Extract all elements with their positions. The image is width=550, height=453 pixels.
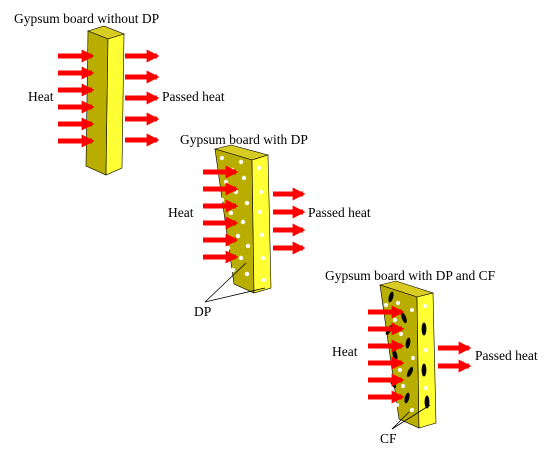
dp-particle-3 bbox=[238, 159, 244, 165]
dp-callout-label: DP bbox=[194, 304, 211, 319]
dp-particle-3-5 bbox=[380, 337, 386, 343]
panel-2-output-arrows bbox=[273, 187, 306, 255]
panel-with-dp-and-cf: Gypsum board with DP and CF Heat Passed … bbox=[325, 268, 538, 446]
cf-callout-lines bbox=[391, 404, 431, 430]
dp-particle-3-6 bbox=[398, 331, 404, 337]
dp-particle-19 bbox=[258, 189, 264, 195]
panel-1-heat-label: Heat bbox=[28, 89, 54, 104]
dp-particle-8 bbox=[244, 200, 250, 206]
carbon-fiber-9 bbox=[421, 322, 427, 336]
board-3 bbox=[378, 280, 437, 429]
panel-3-passed-heat-label: Passed heat bbox=[475, 348, 538, 363]
carbon-fiber-10 bbox=[421, 363, 427, 377]
carbon-fiber-1 bbox=[388, 291, 394, 303]
dp-particle-12 bbox=[235, 233, 241, 239]
dp-particle-16 bbox=[230, 267, 236, 273]
panel-with-dp: Gypsum board with DP Heat Passed heat DP bbox=[168, 132, 371, 319]
dp-particle-3-10 bbox=[387, 389, 393, 395]
carbon-fiber-11 bbox=[424, 395, 430, 409]
dp-particle-3-13 bbox=[394, 402, 400, 408]
panel-2-passed-heat-label: Passed heat bbox=[308, 205, 371, 220]
dp-particle-4 bbox=[223, 179, 229, 185]
panel-3-title: Gypsum board with DP and CF bbox=[325, 268, 496, 283]
panel-without-dp: Gypsum board without DP Heat Passed heat bbox=[14, 11, 225, 176]
dp-particle-1 bbox=[219, 155, 225, 161]
dp-particle-17 bbox=[244, 271, 250, 277]
board-1 bbox=[85, 25, 125, 176]
dp-particle-13 bbox=[245, 243, 251, 249]
dp-particle-3-1 bbox=[383, 302, 389, 308]
panel-1-output-arrows bbox=[125, 49, 160, 147]
dp-particle-3-3 bbox=[409, 307, 415, 313]
carbon-fiber-4 bbox=[405, 337, 411, 349]
board-2-side bbox=[251, 154, 272, 294]
dp-particle-7 bbox=[219, 197, 225, 203]
dp-particle-15 bbox=[238, 255, 244, 261]
dp-particle-18 bbox=[256, 165, 262, 171]
dp-particle-21 bbox=[259, 232, 265, 238]
panel-1-input-arrows bbox=[58, 49, 95, 148]
dp-particle-3-12 bbox=[409, 407, 415, 413]
panel-2-heat-label: Heat bbox=[168, 205, 194, 220]
board-2-dp-particles bbox=[219, 155, 267, 283]
dp-particle-3-7 bbox=[410, 355, 416, 361]
panel-1-passed-heat-label: Passed heat bbox=[162, 89, 225, 104]
dp-particle-3-16 bbox=[423, 385, 429, 391]
board-1-front bbox=[85, 30, 109, 176]
panel-1-title: Gypsum board without DP bbox=[14, 11, 159, 26]
dp-particle-3-2 bbox=[395, 300, 401, 306]
board-2 bbox=[213, 144, 272, 294]
dp-particle-23 bbox=[261, 277, 267, 283]
dp-particle-5 bbox=[241, 175, 247, 181]
dp-particle-22 bbox=[260, 255, 266, 261]
dp-particle-20 bbox=[257, 209, 263, 215]
panel-3-heat-label: Heat bbox=[332, 344, 358, 359]
panel-3-input-arrows bbox=[368, 305, 405, 404]
panel-3-output-arrows bbox=[438, 341, 472, 373]
carbon-fiber-8 bbox=[404, 392, 410, 404]
panel-2-input-arrows bbox=[203, 165, 239, 264]
dp-particle-3-4 bbox=[392, 317, 398, 323]
dp-callout-lines bbox=[204, 262, 266, 303]
dp-particle-9 bbox=[228, 210, 234, 216]
carbon-fiber-6 bbox=[406, 366, 414, 378]
cf-callout-label: CF bbox=[380, 431, 397, 446]
dp-particle-3-9 bbox=[397, 367, 403, 373]
dp-particle-3-11 bbox=[400, 383, 406, 389]
dp-particle-10 bbox=[240, 219, 246, 225]
dp-particle-3-14 bbox=[422, 303, 428, 309]
dp-particle-14 bbox=[225, 245, 231, 251]
board-1-side bbox=[105, 33, 125, 176]
panel-2-title: Gypsum board with DP bbox=[180, 132, 308, 147]
dp-particle-3-15 bbox=[423, 347, 429, 353]
